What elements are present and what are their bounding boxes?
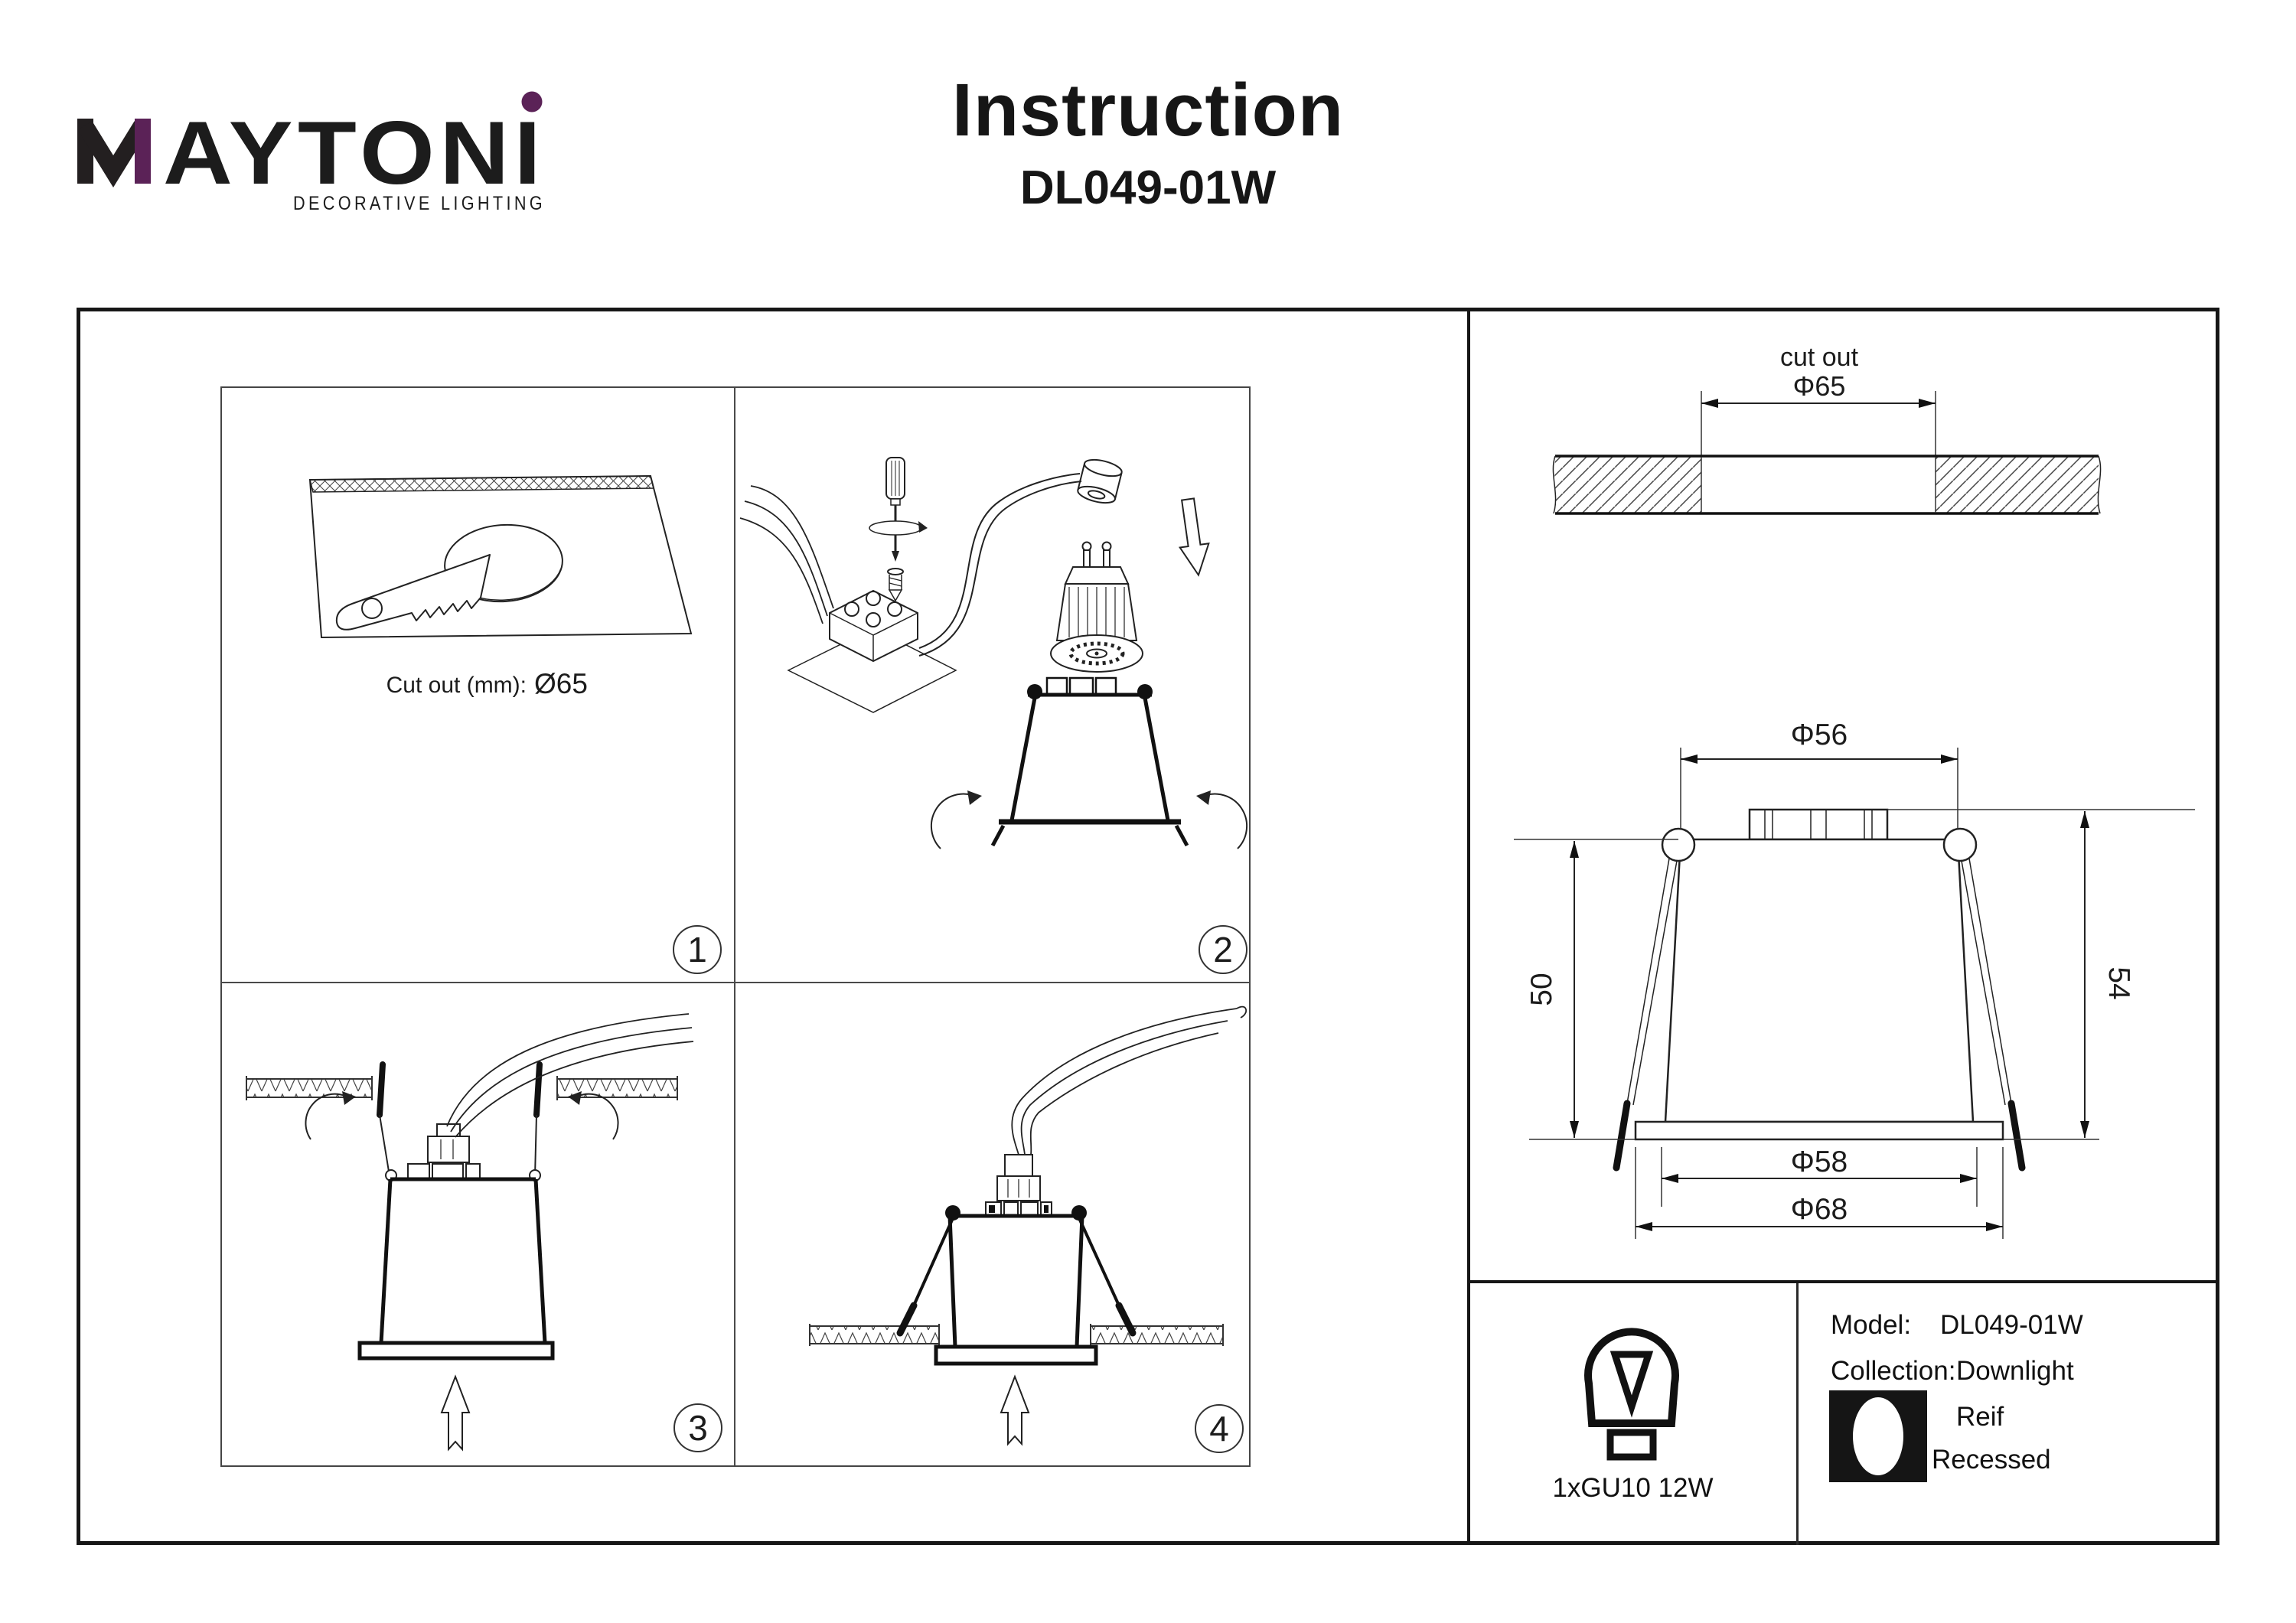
model-value: DL049-01W <box>1940 1310 2083 1340</box>
brand-logo: AYTONI DECORATIVE LIGHTING <box>77 91 546 214</box>
sheet-border <box>77 308 2219 1545</box>
lamp-cable <box>918 473 1082 657</box>
terminal-block <box>787 589 957 713</box>
step-number: 2 <box>1213 930 1233 970</box>
product-thumbnail <box>1829 1390 1927 1482</box>
screw-icon <box>887 568 904 602</box>
screwdriver-icon <box>869 457 928 562</box>
spring-loop-right <box>1942 827 1978 862</box>
gu10-socket <box>1077 458 1123 504</box>
panel-step-3: 3 <box>246 1013 722 1452</box>
spring-clips-deployed <box>896 1217 1137 1337</box>
down-arrow-icon <box>1178 497 1210 577</box>
spec-divider-horizontal <box>1470 1280 2219 1283</box>
ceiling-section <box>809 1324 1224 1346</box>
dim-recess-depth: 50 <box>1525 973 1558 1005</box>
panel1-caption: Cut out (mm): Ø65 <box>386 668 588 699</box>
collection-value: Downlight <box>1956 1356 2074 1386</box>
up-arrow-icon <box>1000 1374 1030 1446</box>
product-thumbnail-hole <box>1853 1397 1903 1475</box>
gu10-lamp-icon <box>1050 541 1143 673</box>
cutout-label: cut out <box>1780 343 1859 372</box>
spring-arms <box>1626 858 2012 1106</box>
saw-icon <box>335 554 491 631</box>
brand-letter-m <box>77 119 151 187</box>
step-number-badge: 1 <box>673 925 722 974</box>
mains-wires <box>1011 1005 1247 1155</box>
cutout-diameter: Φ65 <box>1793 370 1846 402</box>
page-title: Instruction <box>951 68 1345 152</box>
dimension-drawings: cut out Φ65 <box>1514 343 2195 1239</box>
rotation-arrow-left <box>305 1091 356 1140</box>
step-number-badge: 3 <box>673 1403 722 1452</box>
fixture-body <box>934 1205 1098 1366</box>
lamp-cable <box>446 1013 694 1138</box>
section-divider <box>1467 308 1470 1545</box>
step-number: 3 <box>688 1408 708 1448</box>
lamp-holder <box>985 1154 1052 1217</box>
steps-grid-border <box>220 386 1251 1467</box>
cutout-caption-value: Ø65 <box>534 668 588 699</box>
panel-step-4: 4 <box>809 1005 1247 1453</box>
cutout-caption-label: Cut out (mm): <box>386 673 527 698</box>
header: Instruction DL049-01W <box>0 67 2296 215</box>
panel-step-1: Cut out (mm): Ø65 1 <box>308 474 722 974</box>
fixture-body <box>1664 838 1975 1123</box>
rotation-arrow-left <box>930 790 982 849</box>
brand-wordmark: AYTONI <box>163 103 546 203</box>
mounting-frame <box>990 676 1189 847</box>
spring-loop-left <box>1661 827 1696 862</box>
panel-step-2: 2 <box>739 457 1248 974</box>
cutout-diagram: cut out Φ65 <box>1552 343 2102 515</box>
fixture-body <box>357 1177 555 1361</box>
mains-wires <box>739 485 834 624</box>
fixture-dimension-drawing: Φ56 50 54 Φ58 <box>1514 719 2195 1239</box>
ceiling-section <box>246 1076 678 1100</box>
up-arrow-icon <box>440 1374 471 1452</box>
brand-tagline: DECORATIVE LIGHTING <box>293 193 546 214</box>
model-number: DL049-01W <box>1019 161 1277 214</box>
step-number: 4 <box>1209 1409 1229 1449</box>
bulb-icon <box>1584 1328 1679 1461</box>
rotate-driver-arrow <box>869 520 922 536</box>
spec-divider-vertical <box>1796 1283 1799 1545</box>
steps-grid-divider-horizontal <box>222 982 1249 983</box>
fixture-flange <box>1634 1120 2004 1141</box>
rotation-arrow-right <box>568 1091 619 1140</box>
steps-grid-divider-vertical <box>734 388 735 1465</box>
lamp-spec-label: 1xGU10 12W <box>1552 1473 1714 1503</box>
brand-i-dot <box>521 91 543 112</box>
step-number: 1 <box>687 930 707 970</box>
collection-label: Collection: <box>1831 1356 1956 1386</box>
model-label: Model: <box>1831 1310 1912 1340</box>
type-value: Recessed <box>1932 1445 2051 1475</box>
dim-inner-diameter: Φ58 <box>1791 1146 1848 1178</box>
dim-total-height: 54 <box>2102 966 2135 999</box>
rotation-arrow-right <box>1196 790 1248 849</box>
series-value: Reif <box>1956 1402 2004 1432</box>
step-number-badge: 4 <box>1195 1404 1244 1453</box>
brand-m-purple-stem <box>135 119 151 184</box>
step-number-badge: 2 <box>1199 925 1247 974</box>
dim-top-diameter: Φ56 <box>1791 719 1848 751</box>
dim-outer-diameter: Φ68 <box>1791 1193 1848 1226</box>
lamp-holder <box>407 1123 481 1180</box>
spring-clips <box>377 1061 543 1181</box>
